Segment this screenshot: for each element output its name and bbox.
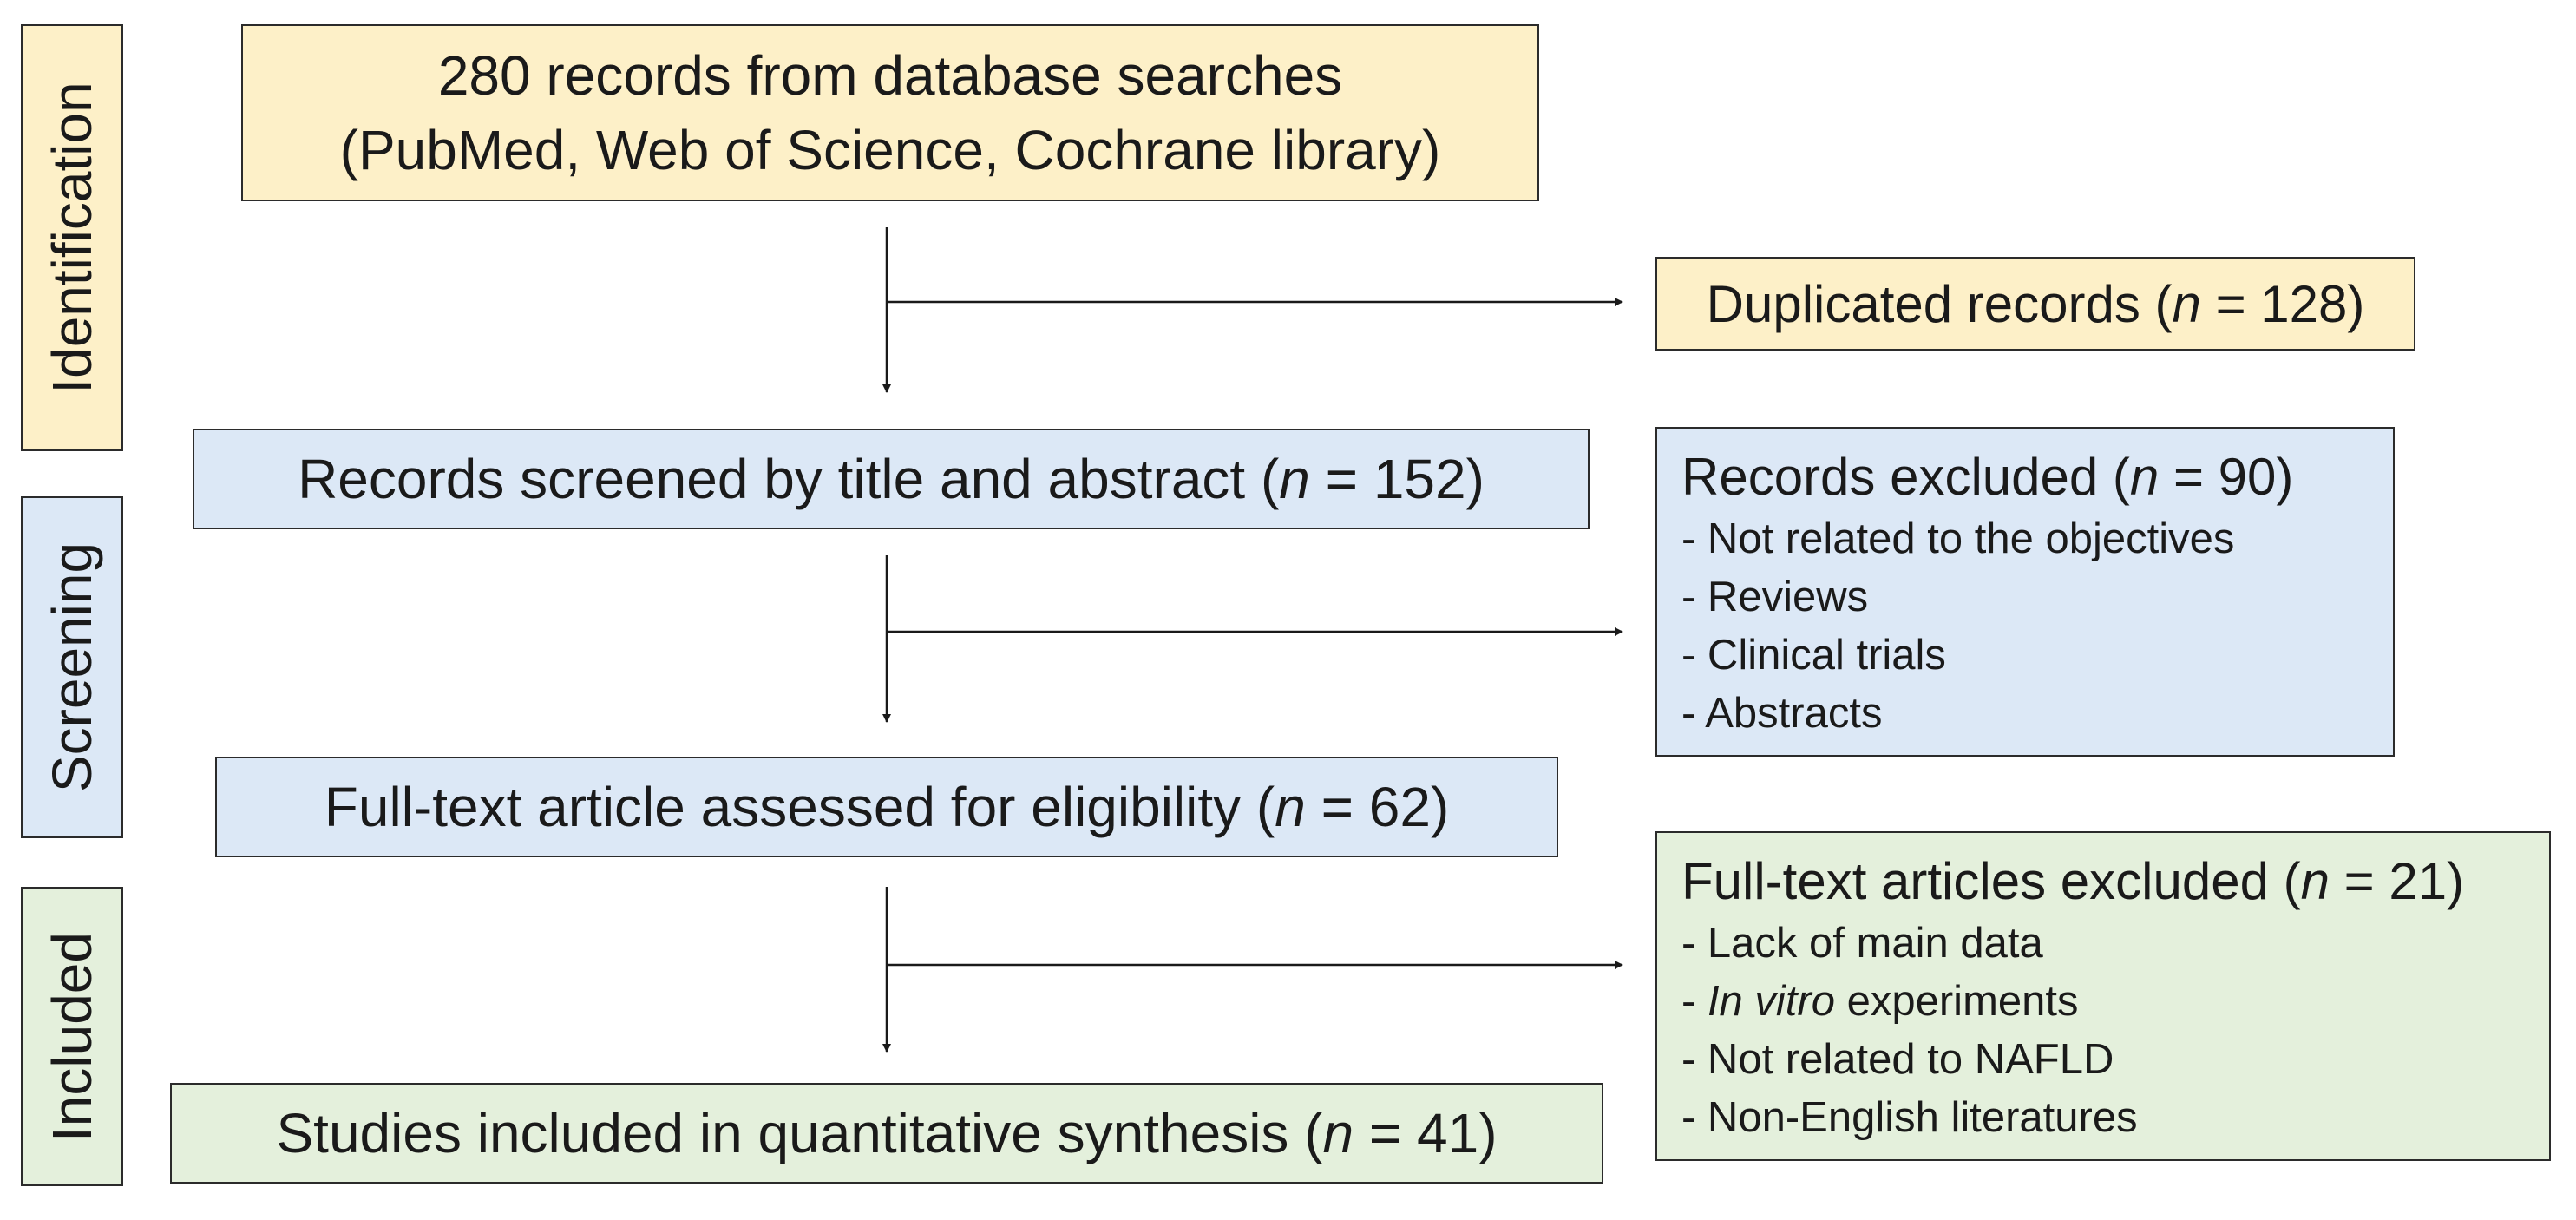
fulltext-excluded-head: Full-text articles excluded (	[1681, 852, 2301, 910]
full-text-box: Full-text article assessed for eligibili…	[215, 757, 1558, 857]
phase-screening: Screening	[21, 496, 123, 838]
full-text-n: n	[1275, 776, 1306, 838]
fulltext-excluded-reasons: - Lack of main data - In vitro experimen…	[1681, 915, 2549, 1147]
records-excluded-box: Records excluded (n = 90) - Not related …	[1655, 427, 2395, 757]
records-searched-box: 280 records from database searches (PubM…	[241, 24, 1539, 201]
reason-in-vitro: - In vitro experiments	[1681, 973, 2549, 1031]
fulltext-excluded-count: = 21)	[2329, 852, 2465, 910]
fulltext-excluded-box: Full-text articles excluded (n = 21) - L…	[1655, 831, 2551, 1161]
reason-not-related-objectives: - Not related to the objectives	[1681, 515, 2235, 562]
reason-clinical-trials: - Clinical trials	[1681, 632, 1946, 679]
duplicates-n: n	[2172, 274, 2201, 333]
included-n: n	[1322, 1102, 1354, 1164]
duplicates-box: Duplicated records (n = 128)	[1655, 257, 2415, 351]
screened-text: Records screened by title and abstract (	[298, 448, 1280, 510]
reason-abstracts: - Abstracts	[1681, 690, 1883, 737]
records-searched-line1: 280 records from database searches	[437, 44, 1343, 107]
reason-reviews: - Reviews	[1681, 574, 1869, 620]
reason-in-vitro-suffix: experiments	[1835, 978, 2079, 1025]
reason-not-related-nafld: - Not related to NAFLD	[1681, 1036, 2114, 1083]
reason-in-vitro-italic: In vitro	[1707, 978, 1835, 1025]
screened-box: Records screened by title and abstract (…	[193, 429, 1590, 529]
duplicates-text: Duplicated records (	[1706, 274, 2173, 333]
full-text-count: = 62)	[1305, 776, 1450, 838]
records-searched-line2: (PubMed, Web of Science, Cochrane librar…	[339, 119, 1441, 181]
records-excluded-n: n	[2129, 448, 2160, 506]
included-text: Studies included in quantitative synthes…	[276, 1102, 1323, 1164]
full-text-text: Full-text article assessed for eligibili…	[324, 776, 1275, 838]
fulltext-excluded-n: n	[2300, 852, 2330, 910]
records-excluded-head: Records excluded (	[1681, 448, 2130, 506]
screened-count: = 152)	[1309, 448, 1485, 510]
duplicates-count: = 128)	[2200, 274, 2365, 333]
reason-non-english: - Non-English literatures	[1681, 1094, 2138, 1141]
included-box: Studies included in quantitative synthes…	[170, 1083, 1603, 1184]
records-excluded-count: = 90)	[2159, 448, 2294, 506]
reason-in-vitro-prefix: -	[1681, 978, 1708, 1025]
included-count: = 41)	[1354, 1102, 1498, 1164]
records-excluded-reasons: - Not related to the objectives - Review…	[1681, 510, 2393, 743]
reason-lack-main-data: - Lack of main data	[1681, 920, 2043, 967]
phase-identification: Identification	[21, 24, 123, 451]
screened-n: n	[1279, 448, 1310, 510]
phase-included: Included	[21, 887, 123, 1186]
